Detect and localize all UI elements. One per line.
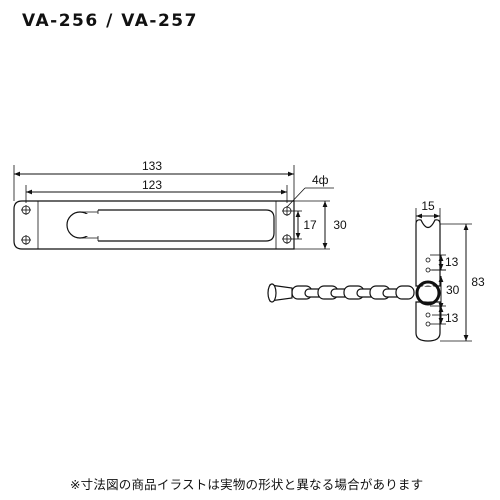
dim-chain-spacing-lower: 13 [445, 311, 459, 325]
dim-plate-slot-length: 123 [142, 178, 162, 192]
screw-hole-icon [21, 205, 31, 215]
dim-plate-total-length: 133 [142, 159, 162, 173]
product-title: VA-256 / VA-257 [22, 11, 198, 31]
screw-hole-icon [21, 235, 31, 245]
chain-links [267, 283, 415, 303]
footnote: ※寸法図の商品イラストは実物の形状と異なる場合があります [70, 477, 424, 492]
dim-plate-height: 30 [333, 218, 347, 232]
slide-plate [13, 200, 295, 250]
dim-tab-width: 15 [421, 199, 435, 213]
dim-chain-spacing-upper: 13 [445, 255, 459, 269]
dim-chain-total-length: 83 [471, 275, 485, 289]
chain-tab [415, 219, 441, 342]
dim-hole-pitch: 17 [303, 218, 317, 232]
dim-ring-height: 30 [446, 283, 460, 297]
dim-hole-diameter: 4ф [312, 173, 329, 187]
